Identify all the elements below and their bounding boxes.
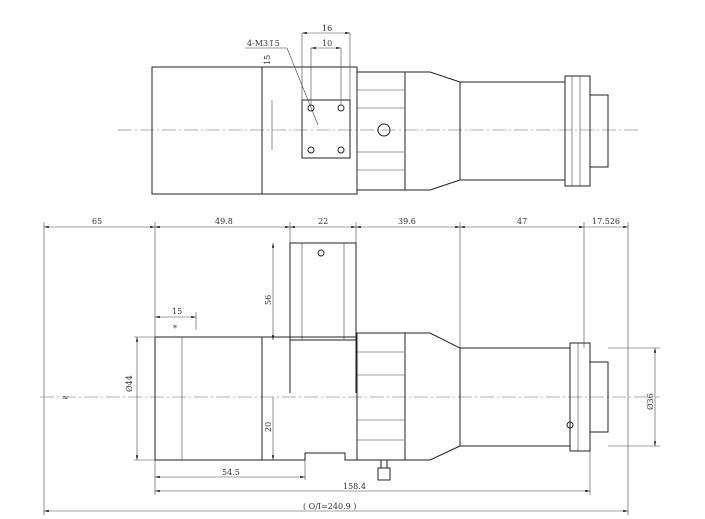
dim-65: 65 [92, 217, 102, 226]
thread-note: 4-M3↧5 [247, 39, 280, 48]
dim-54-5: 54.5 [222, 468, 240, 477]
mount-plate [301, 99, 351, 159]
dim-16: 16 [322, 24, 332, 33]
star-mark: * [173, 324, 177, 333]
dim-47: 47 [517, 217, 527, 226]
side-view: 65 49.8 22 39.6 47 17.526 56 20 15 * Ø44… [40, 217, 660, 515]
top-view: 16 10 15 4-M3↧5 [118, 24, 640, 195]
dim-20: 20 [264, 422, 273, 432]
dim-56: 56 [264, 295, 273, 305]
break-mark: ≈ [62, 393, 69, 402]
diameter-44: Ø44 [125, 375, 134, 392]
dim-10: 10 [322, 39, 332, 48]
dim-15: 15 [263, 55, 272, 65]
knurled-ring [356, 71, 406, 191]
dim-15: 15 [172, 307, 182, 316]
dim-39-6: 39.6 [398, 217, 416, 226]
dim-17-526: 17.526 [592, 217, 620, 226]
dim-158-4: 158.4 [343, 482, 366, 491]
dim-22: 22 [318, 217, 328, 226]
dim-49-8: 49.8 [215, 217, 233, 226]
diameter-36: Ø36 [646, 393, 655, 410]
overall-length: ( O/I=240.9 ) [303, 502, 356, 511]
